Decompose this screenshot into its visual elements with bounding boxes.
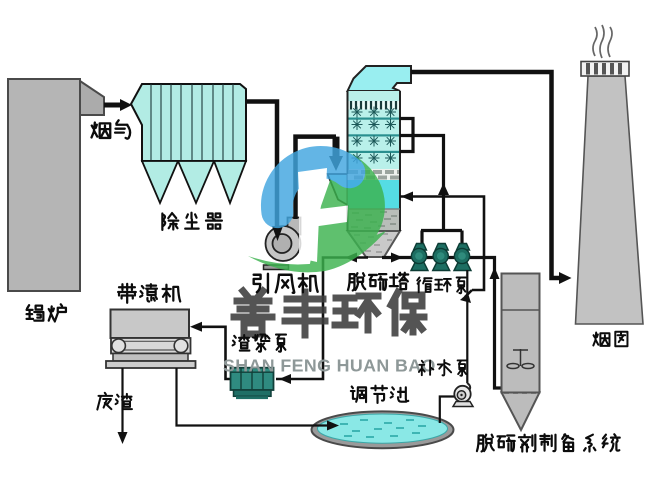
svg-text:SHAN FENG HUAN BAO: SHAN FENG HUAN BAO	[223, 356, 436, 376]
